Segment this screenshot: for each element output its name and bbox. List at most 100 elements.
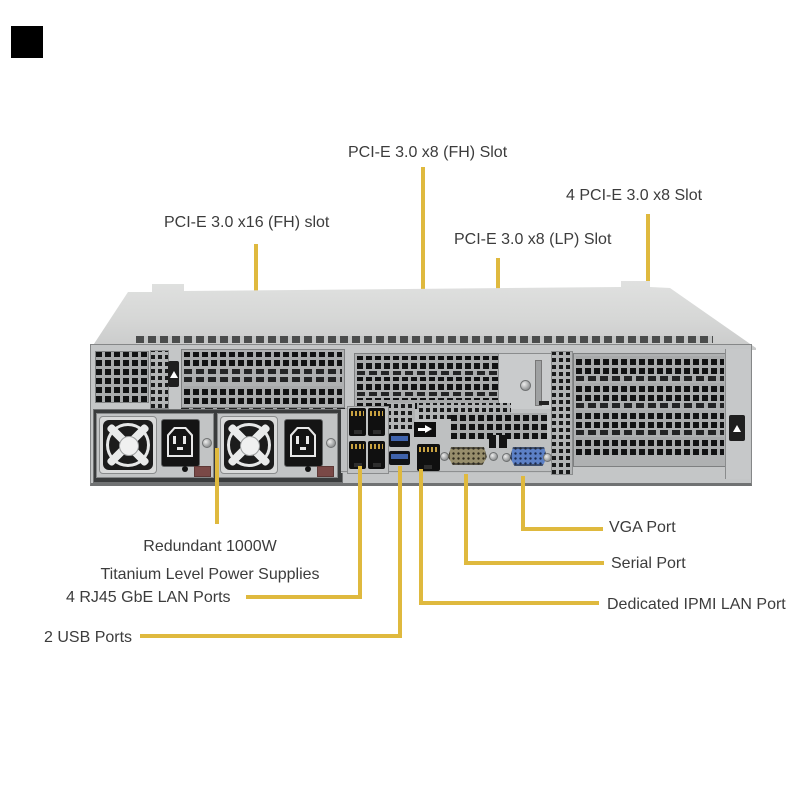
io-panel-seam [341,471,551,472]
vent-row [184,386,342,404]
server-rear-panel [90,344,752,486]
vent-row [357,371,498,375]
callout-line-vga-v [521,476,525,531]
callout-line-lan-v [358,466,362,599]
lan-port-block [347,406,389,474]
usb-port [389,433,410,447]
vent-row [184,369,342,374]
vent-row [576,356,724,374]
vent-row [184,352,342,366]
label-usb-ports: 2 USB Ports [44,629,133,646]
vent-row [576,376,724,381]
vent-row [576,403,724,408]
fan-hub [119,436,139,456]
callout-line-ipmi-h [419,601,599,605]
fan-guard [106,423,150,467]
callout-line-lan-h [246,595,362,599]
psu-led [305,466,311,472]
label-4-pcie-x8-slot: 4 PCI-E 3.0 x8 Slot [566,187,703,204]
psu-release-latch [317,466,334,477]
rj45-lan-port [349,441,366,469]
serial-port-connector [448,447,487,465]
vga-port-connector [510,447,547,466]
label-psu: Redundant 1000W Titanium Level Power Sup… [60,533,360,589]
power-supply-module-2 [217,413,338,478]
label-vga-port: VGA Port [609,519,676,536]
right-arrow-icon [425,425,432,433]
callout-line-psu [215,448,219,524]
screw-icon [543,453,552,462]
c14-pin [306,436,309,444]
vent-row [576,410,724,428]
c14-cavity [169,429,191,455]
rj45-lan-port [368,408,385,436]
usb-port [389,451,410,465]
screw-icon [440,452,449,461]
fan-guard [227,423,271,467]
c14-pin [300,447,306,450]
fan-rotor [224,420,274,470]
vent-row [184,377,342,382]
callout-line-pcie-x8-fh [421,167,425,359]
black-marker-square [11,26,43,58]
right-arrow-icon [418,428,425,431]
rj45-lan-port [349,408,366,436]
screw-icon [520,380,531,391]
fan-icon [99,416,157,474]
label-ipmi-port: Dedicated IPMI LAN Port [607,596,786,613]
vent-row [576,437,724,455]
callout-line-vga-h [521,527,603,531]
right-edge-strip [725,349,750,479]
c14-pin [296,436,299,444]
screw-icon [202,438,212,448]
c14-pin [177,447,183,450]
pcie-4x8-slots-grille [573,353,727,467]
callout-line-serial-h [464,561,604,565]
rj45-lan-port [368,441,385,469]
label-pcie-x8-fh-slot: PCI-E 3.0 x8 (FH) Slot [348,144,508,161]
vent-row [576,383,724,401]
lp-slot-cover [535,360,542,406]
label-psu-line1: Redundant 1000W [143,538,277,555]
fan-rotor [103,420,153,470]
power-inlet-icon [284,419,323,467]
psu-led [182,466,188,472]
ipmi-lan-port [417,444,440,471]
c14-pin [173,436,176,444]
label-serial-port: Serial Port [611,555,686,572]
label-pcie-x8-lp-slot: PCI-E 3.0 x8 (LP) Slot [454,231,612,248]
screw-icon [489,452,498,461]
vent-row [357,377,498,390]
psu-release-latch [194,466,211,477]
up-arrow-icon [169,370,178,378]
left-bracket-column [150,350,169,409]
c14-pin [183,436,186,444]
power-supply-module-1 [96,413,214,478]
left-vent-grille [95,351,149,403]
io-vent-patch [387,403,415,429]
vent-row [357,392,498,396]
callout-line-serial-v [464,474,468,565]
label-pcie-x16-fh-slot: PCI-E 3.0 x16 (FH) slot [164,214,330,231]
mini-connector-block [489,435,507,448]
left-slot-latch [168,361,179,387]
fan-icon [220,416,278,474]
label-lan-ports: 4 RJ45 GbE LAN Ports [66,589,231,606]
up-arrow-icon [733,424,741,432]
right-slot-latch [729,415,745,441]
c14-cavity [292,429,314,455]
fan-hub [240,436,260,456]
callout-line-usb-h [140,634,402,638]
vent-row [357,356,498,369]
screw-icon [326,438,336,448]
label-psu-line2: Titanium Level Power Supplies [100,566,320,583]
callout-line-ipmi-v [419,469,423,605]
vent-row [576,430,724,435]
mid-bracket-column [551,351,573,475]
psu-bay [93,409,343,483]
callout-line-usb-v [398,466,402,638]
airflow-sticker [414,422,436,437]
top-vent-strip [136,336,713,343]
pcie-x16-slot-grille [181,349,345,408]
